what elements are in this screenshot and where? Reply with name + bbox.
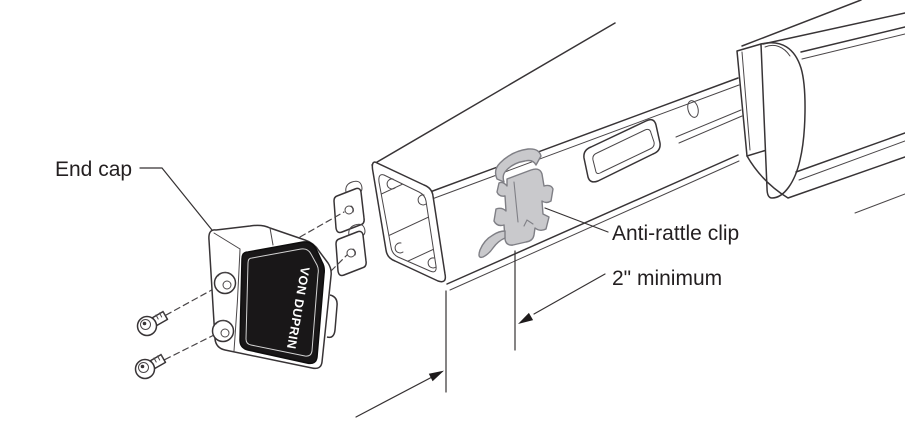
pad-bulge-highlight [764,44,791,57]
tab-hole-upper [344,205,354,215]
rail-detail-line [675,109,742,138]
end-cap-side-tab [326,294,338,339]
profile-outline [371,161,447,283]
channel-open-end [371,161,447,283]
clip-body [493,168,554,246]
labels: End cap Anti-rattle clip 2" minimum [55,158,739,290]
mounting-tab-upper [333,187,365,234]
end-cap-screw-hole-upper [213,271,237,295]
clip-bottom-flange [478,230,506,259]
min-distance-leader [533,273,606,315]
oval-hole [687,100,699,118]
channel-bottom-edge [446,154,739,285]
screw-1 [136,310,169,337]
screw-boss-curls [386,178,437,269]
end-cap-rim-line [213,232,241,352]
end-cap-face-inset [245,248,319,357]
end-cap-ridge [269,227,274,246]
screws [134,310,169,380]
channel-top-beyond-pad-highlight [801,33,905,60]
dimension-lines [355,250,606,418]
clip-top-flange [494,148,542,183]
channel-front-top-edge [429,77,739,193]
tab-hole-lower-chamfer [352,248,356,256]
channel-bottom-beyond-pad-highlight [798,140,905,181]
end-cap-part: VON DUPRIN [208,224,338,370]
min-distance-label: 2" minimum [612,267,722,290]
pad-bracket-rim [741,51,751,151]
anti-rattle-clip-part [478,148,554,259]
pad-far-bottom-edge [854,193,905,214]
slot-cutout [583,118,661,183]
anti-rattle-clip-label: Anti-rattle clip [612,222,739,245]
end-cap-label: End cap [55,158,132,181]
dimension-arrow-right [518,273,606,324]
tab-hook-lower [348,223,366,240]
pad-back-top-edge [741,0,862,47]
end-cap-screw-hole-lower [211,319,235,343]
channel-top-beyond-pad [800,26,905,53]
push-bar-channel [333,22,743,291]
mounting-tab-lower [335,230,367,277]
push-pad [736,0,905,214]
channel-bottom-beyond-pad [795,132,905,173]
channel-back-top-edge [371,22,616,166]
screw-2 [134,353,167,380]
tab-hole-upper-chamfer [350,205,354,213]
assembly-dash-lines [155,211,348,365]
mounting-tabs [333,180,367,277]
anti-rattle-clip-leader [544,207,609,233]
channel-bottom-highlight [449,160,740,291]
dimension-arrow-left [355,370,444,418]
pad-end-cap-bulge [760,42,806,199]
rail-detail-line2 [678,115,743,144]
end-cap-front-face [239,241,325,365]
end-cap-leader [139,167,213,231]
pad-bottom-edge [746,155,905,199]
profile-inner-wall [378,174,437,273]
tab-hole-lower [346,248,356,258]
pad-front-top-edge [762,12,905,45]
